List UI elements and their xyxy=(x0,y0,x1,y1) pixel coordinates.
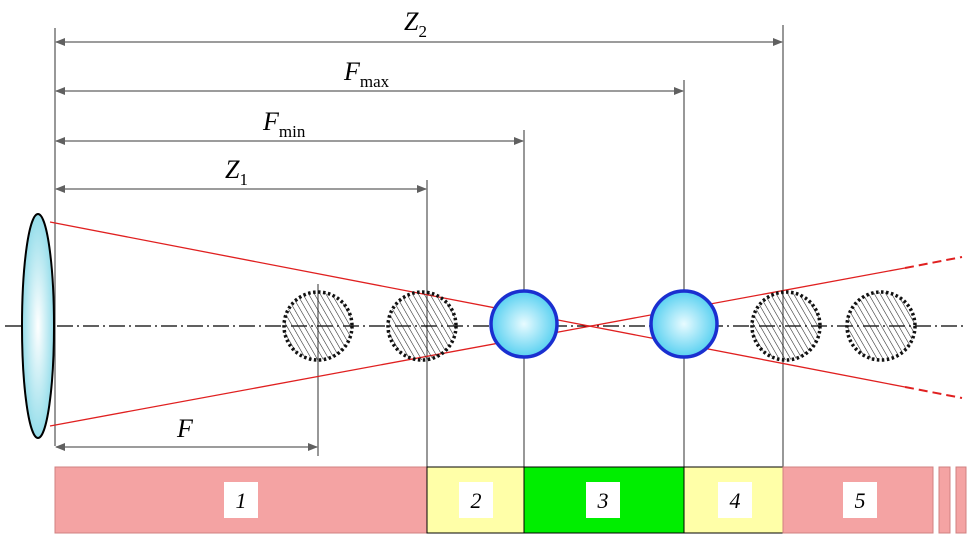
ray-lower xyxy=(49,267,906,427)
ray-upper xyxy=(49,221,906,388)
zone-5-fragment-a xyxy=(938,466,951,534)
label-fmin: Fmin xyxy=(262,107,306,141)
zone-labels: 1 2 3 4 5 xyxy=(224,482,877,518)
lens xyxy=(21,213,55,439)
label-fmax: Fmax xyxy=(343,57,390,91)
light-rays xyxy=(49,221,963,427)
blur-spot-2 xyxy=(386,290,458,362)
ray-lower-dashed xyxy=(904,256,963,269)
zone-4-label: 4 xyxy=(730,488,741,513)
blur-spot-3 xyxy=(750,290,822,362)
ray-upper-dashed xyxy=(904,386,963,399)
zone-5-label-box xyxy=(843,482,877,518)
zone-1-label: 1 xyxy=(236,488,247,513)
zone-3-label: 3 xyxy=(597,488,609,513)
label-f: F xyxy=(176,414,194,443)
zone-bar xyxy=(54,466,967,534)
zone-5-label: 5 xyxy=(855,488,866,513)
blur-spot-4 xyxy=(845,290,917,362)
zone-4-label-box xyxy=(718,482,752,518)
blurred-spots xyxy=(282,290,917,362)
dimension-arrows xyxy=(55,38,783,451)
zone-2-label: 2 xyxy=(471,488,482,513)
zone-3-label-box xyxy=(586,482,620,518)
zone-2-label-box xyxy=(459,482,493,518)
label-z2: Z2 xyxy=(404,7,427,41)
blur-spot-1 xyxy=(282,290,354,362)
label-z1: Z1 xyxy=(225,155,248,189)
sharp-spot-fmin xyxy=(489,289,559,359)
zone-1-label-box xyxy=(224,482,258,518)
sharp-spots xyxy=(489,289,719,359)
sharp-spot-fmax xyxy=(649,289,719,359)
zone-5-fragment-b xyxy=(955,466,967,534)
